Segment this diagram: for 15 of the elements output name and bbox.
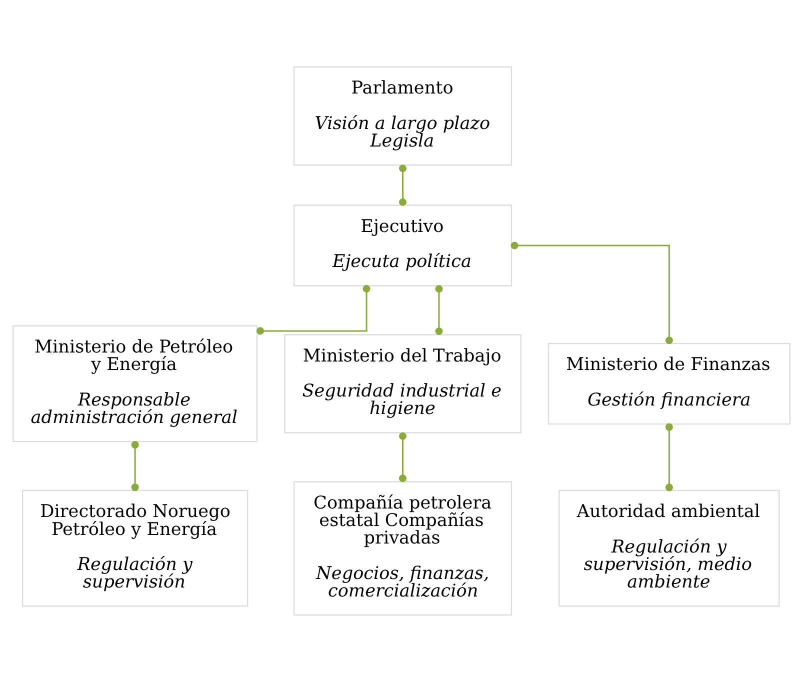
node-box: Autoridad ambiental Regulación y supervisión, medio ambiente <box>558 490 780 607</box>
node-box: Directorado Noruego Petróleo y Energía Regulación y supervisión <box>22 490 248 607</box>
connector <box>398 432 407 482</box>
node-box: Parlamento Visión a largo plazo Legisla <box>293 66 512 166</box>
connector <box>510 242 673 344</box>
node-box: Ministerio de Finanzas Gestión financiera <box>548 342 790 425</box>
connector <box>665 423 673 492</box>
node-box: Ministerio de Petróleo y Energía Responsable administración general <box>12 325 258 442</box>
connector <box>131 441 139 492</box>
node-box: Ejecutivo Ejecuta política <box>293 204 512 286</box>
connector <box>256 284 370 335</box>
node-box: Compañía petrolera estatal Compañías privadas Negocios, finanzas, comercialización <box>293 481 512 616</box>
node-box: Ministerio del Trabajo Seguridad industrial e higiene <box>284 334 522 434</box>
connector <box>435 285 443 335</box>
connector <box>398 164 407 206</box>
